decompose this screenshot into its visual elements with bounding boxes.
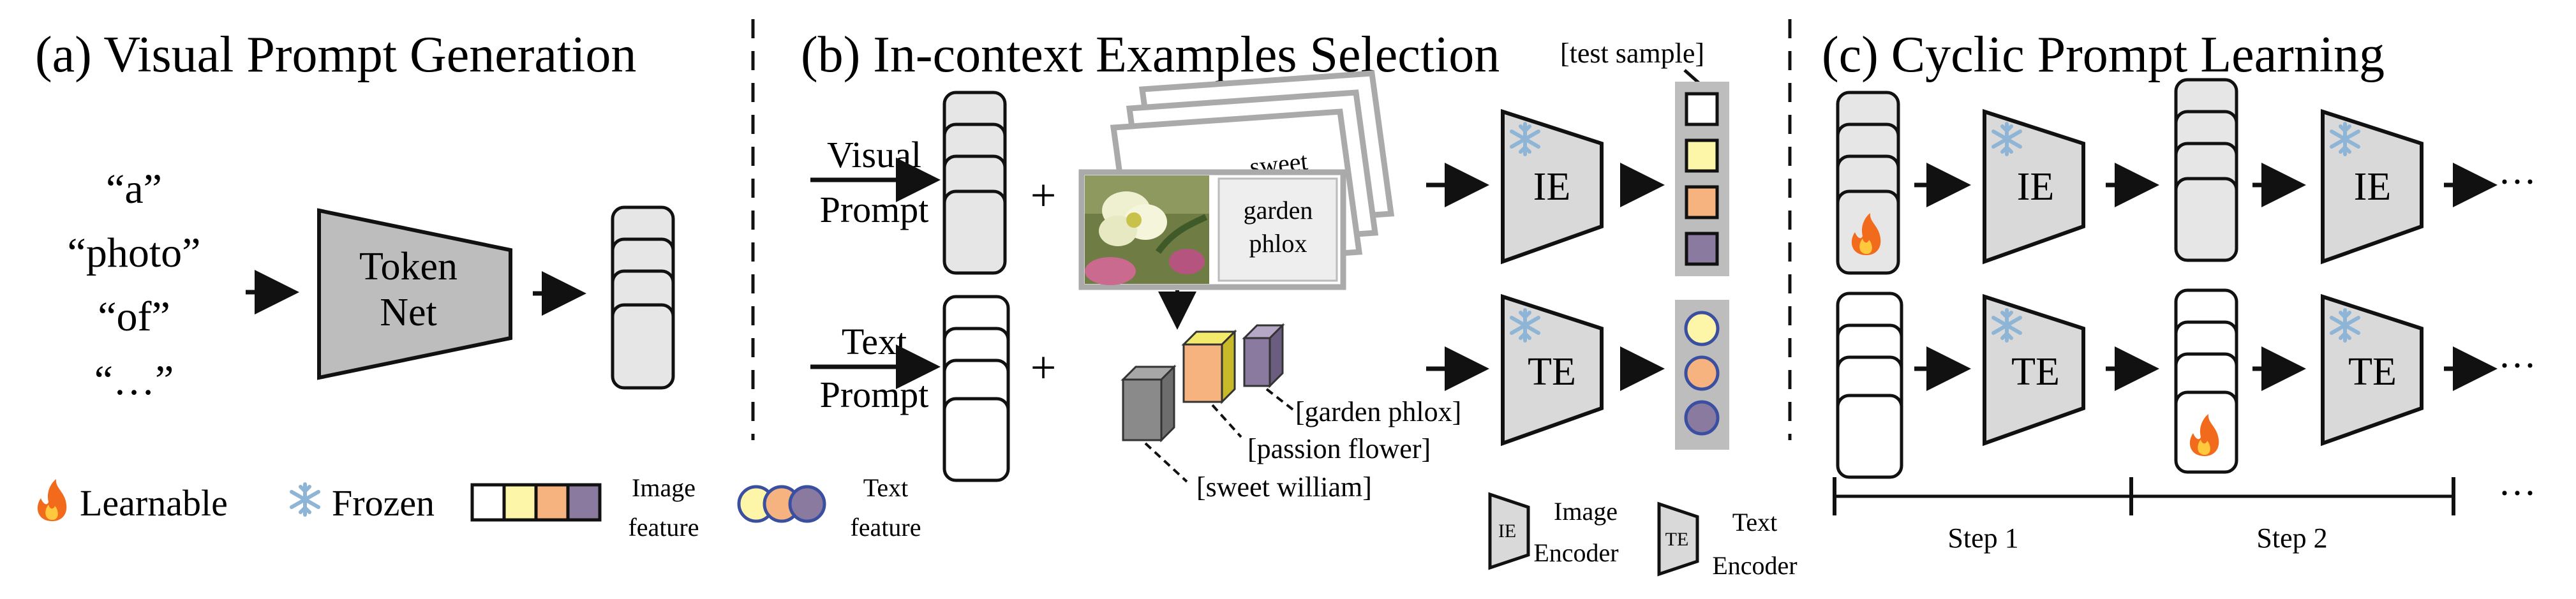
plus-visual: + [1031, 170, 1057, 221]
legend-te-icon [1657, 501, 1699, 577]
text-feature-yellow [1684, 311, 1720, 346]
visual-prompt-stack-b [942, 91, 1007, 275]
step-2-label: Step 2 [2256, 522, 2327, 554]
cube-label-sweet-william: [sweet william] [1196, 471, 1372, 503]
legend-image-encoder-1: Image [1554, 497, 1618, 526]
image-feature-purple [1685, 232, 1719, 266]
panel-a: (a) Visual Prompt Generation “a” “photo”… [35, 27, 675, 404]
card-front-text-2: phlox [1249, 229, 1307, 258]
legend-learnable: Learnable [80, 482, 228, 524]
text-prompt-stack-step1 [1836, 292, 1903, 479]
visual-prompt-stack-step1 [1836, 91, 1900, 275]
text-encoder-step1 [1983, 293, 2085, 447]
card-front-text-1: garden [1244, 196, 1313, 225]
image-card-stack: sweet garden phlox [1078, 70, 1395, 290]
legend-ie-abbrev: IE [1498, 521, 1516, 542]
image-feature-orange [1685, 185, 1719, 219]
te-label-step1: TE [2011, 350, 2060, 394]
token-net-label-2: Net [380, 291, 437, 334]
legend-image-feature-2: feature [628, 513, 699, 542]
panel-b-title: (b) In-context Examples Selection [801, 27, 1500, 83]
ie-label-step1: IE [2017, 165, 2055, 209]
legend-image-feature-swatch [470, 483, 602, 522]
token-photo: “photo” [68, 230, 201, 276]
legend-text-feature-1: Text [863, 473, 909, 502]
token-net-block [317, 208, 512, 380]
text-prompt-label-2: Prompt [820, 374, 929, 415]
visual-prompt-stack-step2 [2174, 78, 2238, 262]
te-label-b: TE [1528, 350, 1576, 394]
text-prompt-stack-b [942, 295, 1010, 482]
legend-ie-icon [1488, 492, 1530, 570]
token-of: “of” [98, 293, 170, 340]
text-feature-orange [1684, 355, 1720, 391]
step-timeline [1833, 477, 2455, 515]
image-feature-yellow [1685, 138, 1719, 173]
text-feature-purple [1684, 400, 1720, 436]
token-ellipsis: “…” [94, 357, 174, 404]
token-a: “a” [106, 166, 162, 212]
image-feature-test [1685, 92, 1719, 126]
feature-cube-yellow [1181, 329, 1237, 404]
legend-te-abbrev: TE [1665, 529, 1689, 550]
panel-c-title: (c) Cyclic Prompt Learning [1822, 27, 2385, 83]
ellipsis-top: ··· [2498, 161, 2536, 203]
legend-text-feature-2: feature [850, 513, 921, 542]
flame-icon [37, 479, 67, 521]
text-encoder-step2 [2321, 293, 2423, 447]
ellipsis-bottom: ··· [2498, 344, 2536, 387]
token-net-label-1: Token [359, 245, 458, 288]
panel-a-title: (a) Visual Prompt Generation [35, 27, 636, 83]
plus-text: + [1031, 342, 1057, 393]
visual-prompt-label-1: Visual [827, 134, 921, 175]
legend-frozen: Frozen [332, 482, 435, 524]
visual-prompt-stack-a [611, 205, 675, 390]
legend-image-feature-1: Image [632, 473, 696, 502]
text-prompt-label-1: Text [842, 321, 907, 362]
snowflake-icon [292, 484, 318, 515]
panel-b: (b) In-context Examples Selection Visual… [801, 27, 1729, 503]
ie-label-step2: IE [2354, 165, 2392, 209]
legend-text-feature-swatch [737, 485, 826, 523]
flower-photo [1085, 175, 1209, 285]
panel-c: (c) Cyclic Prompt Learning IE IE ··· [1822, 27, 2536, 554]
text-encoder-b [1501, 293, 1604, 447]
feature-cube-purple [1242, 323, 1285, 388]
legend: Learnable Frozen Image feature Text feat… [37, 473, 1798, 580]
ellipsis-timeline: ··· [2498, 472, 2536, 514]
visual-prompt-label-2: Prompt [820, 189, 929, 230]
cube-leader-lines [1144, 388, 1297, 483]
test-sample-label: [test sample] [1560, 38, 1704, 69]
ie-label-b: IE [1533, 165, 1571, 209]
cube-label-passion-flower: [passion flower] [1247, 433, 1431, 464]
te-label-step2: TE [2348, 350, 2397, 394]
legend-text-encoder-1: Text [1732, 508, 1778, 536]
feature-cube-gray [1120, 364, 1177, 443]
legend-image-encoder-2: Encoder [1533, 538, 1618, 567]
text-prompt-stack-step2 [2174, 288, 2238, 474]
legend-text-encoder-2: Encoder [1712, 551, 1797, 580]
cube-label-garden-phlox: [garden phlox] [1295, 396, 1461, 427]
step-1-label: Step 1 [1947, 522, 2018, 554]
